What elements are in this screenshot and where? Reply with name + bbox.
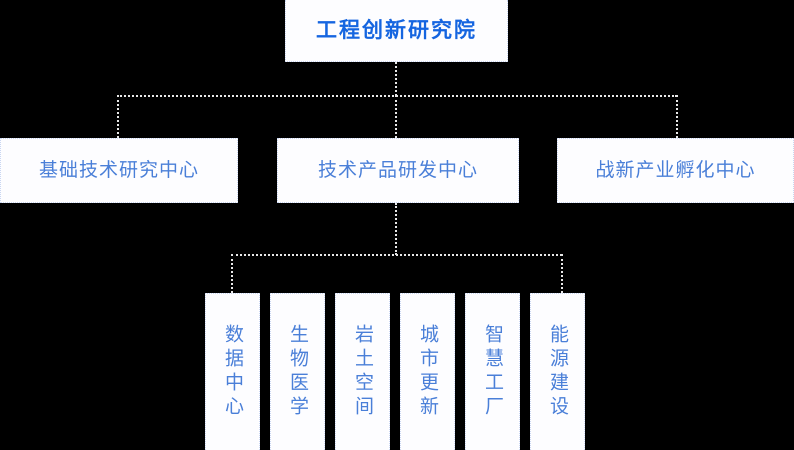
org-node-unit-0-label: 数据中心 <box>222 324 244 420</box>
connector-drop-division-0 <box>117 95 119 138</box>
org-node-division-0-label: 基础技术研究中心 <box>38 158 199 181</box>
org-node-unit-2[interactable]: 岩土空间 <box>335 293 390 450</box>
connector-root-stem <box>395 62 397 96</box>
connector-drop-division-1 <box>395 95 397 138</box>
org-node-division-1[interactable]: 技术产品研发中心 <box>277 138 519 203</box>
org-node-root[interactable]: 工程创新研究院 <box>285 0 508 62</box>
org-node-unit-3[interactable]: 城市更新 <box>400 293 455 450</box>
org-node-unit-2-label: 岩土空间 <box>352 324 374 420</box>
org-node-unit-5-label: 能源建设 <box>547 324 569 420</box>
org-node-division-2-label: 战新产业孵化中心 <box>595 158 756 181</box>
connector-units-bus <box>231 254 562 256</box>
org-node-unit-4[interactable]: 智慧工厂 <box>465 293 520 450</box>
org-node-division-2[interactable]: 战新产业孵化中心 <box>557 138 794 203</box>
org-node-division-0[interactable]: 基础技术研究中心 <box>0 138 238 203</box>
connector-drop-unit-0 <box>231 254 233 293</box>
org-node-unit-5[interactable]: 能源建设 <box>530 293 585 450</box>
org-node-unit-1[interactable]: 生物医学 <box>270 293 325 450</box>
connector-division-1-stem <box>395 203 397 255</box>
org-node-division-1-label: 技术产品研发中心 <box>317 158 478 181</box>
connector-drop-unit-5 <box>561 254 563 293</box>
org-node-unit-4-label: 智慧工厂 <box>482 324 504 420</box>
connector-divisions-bus <box>117 95 677 97</box>
org-node-unit-0[interactable]: 数据中心 <box>205 293 260 450</box>
connector-drop-division-2 <box>676 95 678 138</box>
org-node-unit-1-label: 生物医学 <box>287 324 309 420</box>
org-node-root-label: 工程创新研究院 <box>316 18 477 43</box>
org-node-unit-3-label: 城市更新 <box>417 324 439 420</box>
